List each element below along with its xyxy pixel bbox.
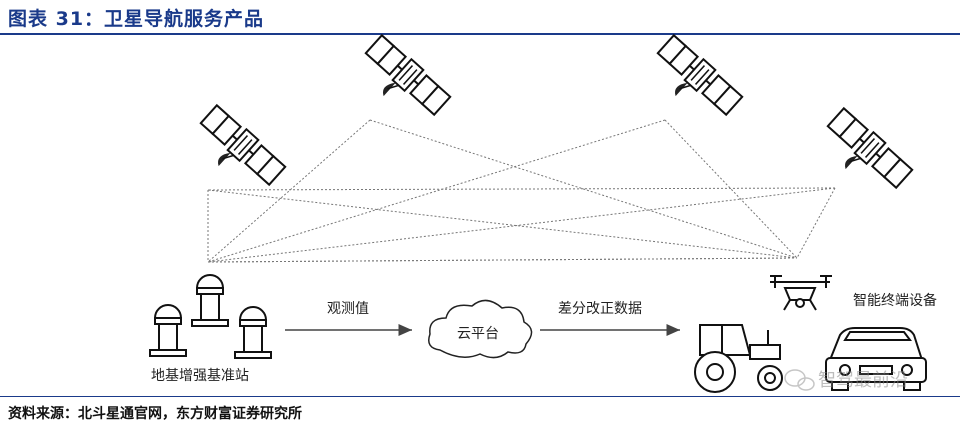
reference-station-icon [234, 306, 272, 359]
tractor-icon [694, 324, 783, 393]
signal-lines [207, 119, 836, 263]
title-divider [0, 33, 960, 35]
satellite-icon [186, 102, 288, 201]
reference-station-icon [149, 304, 187, 357]
source-divider [0, 396, 960, 397]
satellite-icon [643, 32, 745, 131]
wechat-watermark: 智驾最前沿 [784, 369, 908, 391]
watermark-text: 智驾最前沿 [818, 370, 908, 391]
car-icon [825, 327, 927, 391]
terminal-label: 智能终端设备 [853, 292, 937, 309]
drone-icon [770, 275, 832, 311]
cloud-label: 云平台 [457, 326, 499, 342]
observation-label: 观测值 [327, 301, 369, 317]
cloud-icon [428, 299, 533, 359]
station-label: 地基增强基准站 [151, 367, 249, 384]
figure-title: 图表 31：卫星导航服务产品 [8, 8, 265, 30]
source-note: 资料来源：北斗星通官网，东方财富证券研究所 [8, 406, 302, 422]
reference-station-icon [191, 274, 229, 327]
satellite-icon [351, 32, 453, 131]
correction-label: 差分改正数据 [558, 301, 642, 317]
